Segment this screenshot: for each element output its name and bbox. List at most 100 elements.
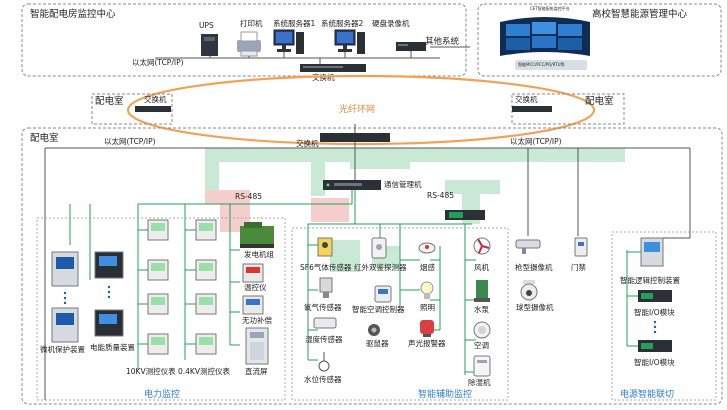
comm-manager-icon: [323, 180, 381, 190]
ir-detector-icon: [371, 237, 387, 259]
distribution-room-left-title: 配电室: [95, 95, 124, 107]
dehumidifier-label: 除湿机: [468, 377, 491, 387]
core-switch-icon: [300, 64, 366, 72]
io-module-2-icon: [638, 340, 672, 352]
fan-label: 风机: [474, 262, 489, 272]
meter-10kv-icons: [147, 219, 169, 355]
generator-icon: [240, 222, 274, 248]
sound-alarm-icon: [420, 320, 434, 337]
temp-controller-label: 温控仪: [244, 282, 267, 292]
ups-icon: [201, 34, 218, 56]
server1-label: 系统服务器1: [273, 18, 315, 28]
generator-label: 发电机组: [244, 249, 274, 259]
o2-sensor-icon: [319, 277, 333, 298]
temp-controller-icon: [242, 263, 264, 283]
monitor-center-title: 智能配电房监控中心: [30, 8, 116, 20]
aux-io-module-icon: [445, 210, 485, 220]
distribution-room-right-title: 配电室: [585, 95, 614, 107]
fiber-ring-label: 光纤环网: [339, 103, 375, 115]
door-access-label: 门禁: [571, 263, 586, 272]
rs485-trees: [69, 190, 476, 375]
smoke-detector-icon: [418, 242, 436, 254]
humidity-label: 湿度传感器: [305, 334, 343, 344]
var-comp-icon: [242, 295, 264, 315]
aircon-label: 空调: [474, 340, 489, 350]
linkage-group: [611, 231, 717, 401]
aircon-icon: [473, 321, 491, 339]
o2-label: 氧气传感器: [304, 302, 342, 312]
io-module-2-label: 智能I/O模块: [634, 357, 675, 367]
io-module-1-label: 智能I/O模块: [634, 307, 675, 317]
lighting-icon: [420, 281, 434, 299]
access-switch-icon: [320, 133, 390, 142]
micro-protect-icon: [51, 251, 79, 343]
ethernet-label-right: 以太网(TCP/IP): [510, 136, 562, 146]
sound-alarm-label: 声光报警器: [408, 338, 446, 348]
ac-controller-icon: [374, 285, 392, 303]
monitor-center-box: [21, 3, 467, 77]
power-quality-icon: [94, 251, 124, 337]
aux-monitor-caption: 智能辅助监控: [418, 388, 472, 400]
rs485-label-left: RS-485: [235, 192, 262, 201]
water-level-label: 水位传感器: [304, 374, 342, 384]
switch-left-icon: [135, 106, 171, 112]
door-access-icon: [574, 237, 588, 257]
switch-left-label: 交换机: [144, 94, 167, 104]
switch-right-label: 交换机: [515, 94, 538, 104]
meter-04kv-icons: [195, 219, 217, 355]
smoke-label: 烟感: [420, 262, 435, 272]
water-level-icon: [318, 352, 330, 372]
distribution-room-right-box: [511, 93, 625, 125]
printer-label: 打印机: [240, 18, 263, 28]
access-switch-label: 交换机: [296, 138, 319, 148]
ir-detector-label: 红外双鉴探测器: [354, 262, 407, 272]
other-systems-label: 其他系统: [425, 36, 460, 47]
rat-repeller-label: 驱鼠器: [366, 339, 389, 348]
linkage-caption: 电源智能联切: [620, 388, 674, 400]
var-comp-label: 无功补偿: [242, 315, 272, 325]
distribution-room-left-box: [91, 93, 173, 125]
nvr-icon: [396, 42, 426, 51]
rs485-label-right: RS-485: [427, 191, 454, 200]
energy-center-box: [477, 3, 722, 77]
fan-icon: [473, 237, 491, 255]
screen-caption-1: CET智能配电监控平台: [530, 5, 570, 11]
aux-monitor-group: [291, 227, 509, 401]
ac-controller-label: 智能空调控制器: [352, 304, 405, 314]
meter-04kv-label: 0.4KV测控仪表: [178, 366, 230, 376]
pump-icon: [474, 280, 490, 302]
logic-controller-label: 智能逻辑控制装置: [620, 275, 680, 285]
routing-bands: [205, 148, 625, 272]
ethernet-label-top: 以太网(TCP/IP): [132, 57, 184, 67]
micro-protect-label: 微机保护装置: [40, 344, 85, 354]
logic-controller-icon: [640, 237, 664, 267]
nvr-label: 硬盘录像机: [372, 18, 410, 28]
rat-repeller-icon: [368, 324, 380, 336]
video-wall-icon: [500, 17, 590, 70]
fiber-ring: [126, 74, 596, 146]
dehumidifier-icon: [473, 355, 491, 377]
power-quality-label: 电能质量装置: [90, 342, 135, 352]
gun-camera-icon: [515, 239, 541, 254]
ball-camera-icon: [520, 280, 538, 301]
distribution-room-main-title: 配电室: [30, 132, 59, 144]
server2-icon: [334, 29, 365, 54]
sf6-label: SF6气体传感器: [300, 262, 352, 272]
printer-icon: [237, 31, 261, 57]
pump-label: 水泵: [474, 304, 489, 314]
lighting-label: 照明: [420, 303, 435, 312]
meter-10kv-label: 10KV测控仪表: [126, 366, 176, 376]
dc-screen-label: 直流屏: [245, 366, 268, 376]
server1-icon: [273, 29, 304, 54]
comm-manager-label: 通信管理机: [384, 179, 422, 189]
dc-screen-icon: [245, 327, 269, 365]
io-module-1-icon: [638, 290, 672, 302]
power-monitor-caption: 电力监控: [144, 388, 180, 400]
ball-camera-label: 球型摄像机: [516, 302, 554, 312]
humidity-sensor-icon: [313, 317, 337, 329]
sf6-sensor-icon: [317, 237, 333, 257]
gun-camera-label: 枪型摄像机: [515, 262, 553, 272]
ups-label: UPS: [199, 21, 214, 30]
switch-right-icon: [512, 106, 552, 112]
